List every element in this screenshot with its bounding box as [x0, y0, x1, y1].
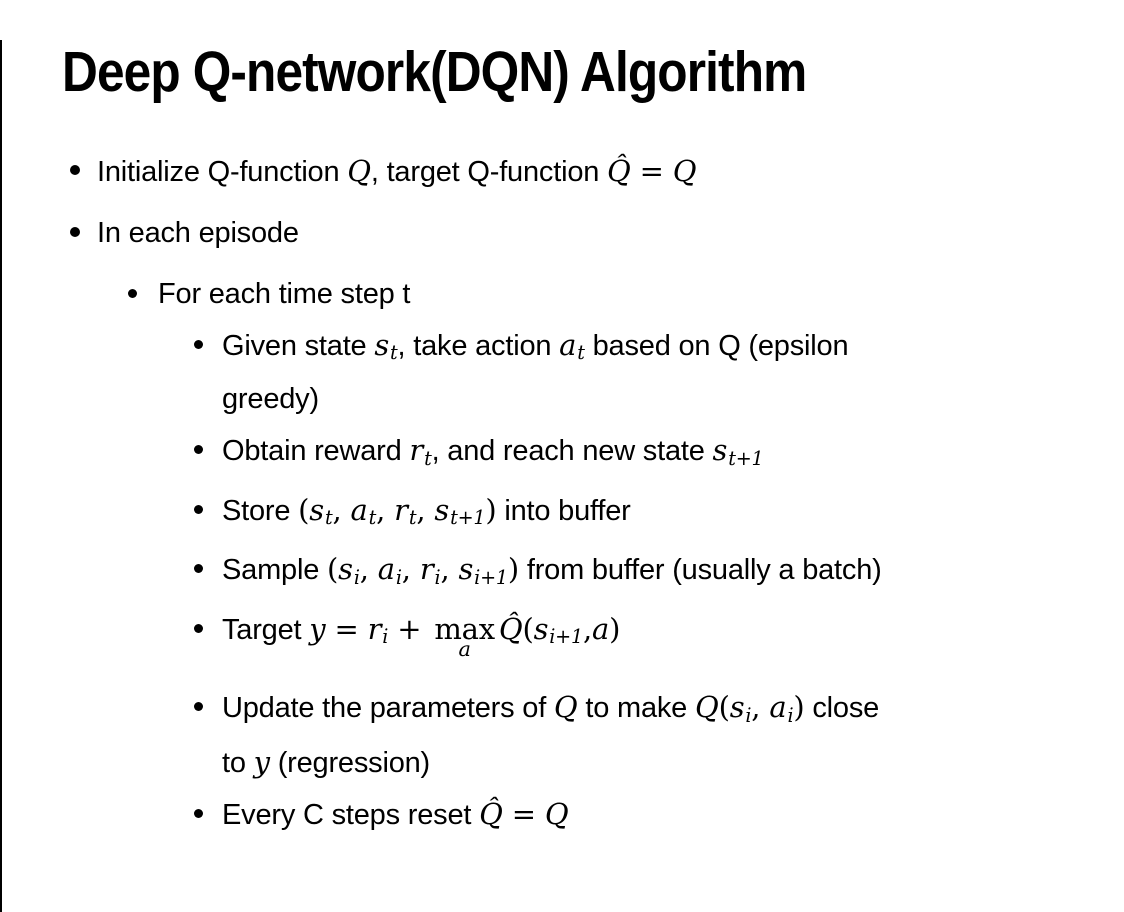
bullet-item: Given state st, take action at based on … [194, 322, 1124, 423]
bullet-dot-icon [194, 791, 222, 819]
bullet-item: For each time step t [128, 271, 1124, 317]
bullet-item: Update the parameters of Q to make Q(si,… [194, 684, 1124, 786]
bullet-dot-icon [194, 487, 222, 514]
bullet-dot-icon [194, 322, 222, 349]
bullet-text: In each episode [97, 216, 299, 249]
bullet-item: Initialize Q-function Q, target Q-functi… [70, 148, 1124, 195]
bullet-item: Sample (si, ai, ri, si+1) from buffer (u… [194, 546, 1124, 601]
bullet-text: Initialize Q-function Q, target Q-functi… [97, 153, 697, 188]
bullet-text: Update the parameters of Q to make Q(si,… [222, 690, 880, 780]
bullet-text: Given state st, take action at based on … [222, 327, 849, 416]
bullet-item: In each episode [70, 210, 1124, 256]
slide-title: Deep Q-network(DQN) Algorithm [62, 40, 807, 104]
bullet-list: Initialize Q-function Q, target Q-functi… [0, 148, 1124, 838]
bullet-text: Sample (si, ai, ri, si+1) from buffer (u… [222, 552, 882, 589]
bullet-dot-icon [70, 210, 97, 237]
bullet-text: For each time step t [158, 277, 411, 310]
bullet-item: Every C steps reset Q̂ = Q [194, 791, 1124, 838]
bullet-item: Store (st, at, rt, st+1) into buffer [194, 487, 1124, 542]
bullet-text: Obtain reward rt, and reach new state st… [222, 433, 764, 470]
bullet-dot-icon [128, 271, 158, 298]
slide: Deep Q-network(DQN) Algorithm Initialize… [0, 40, 1124, 912]
bullet-dot-icon [194, 427, 222, 455]
left-edge-line [0, 40, 2, 912]
bullet-dot-icon [194, 684, 222, 712]
bullet-text: Every C steps reset Q̂ = Q [222, 797, 569, 832]
bullet-item: Obtain reward rt, and reach new state st… [194, 427, 1124, 482]
bullet-dot-icon [70, 148, 97, 175]
bullet-dot-icon [194, 606, 222, 633]
bullet-text: Store (st, at, rt, st+1) into buffer [222, 492, 631, 530]
bullet-dot-icon [194, 546, 222, 574]
